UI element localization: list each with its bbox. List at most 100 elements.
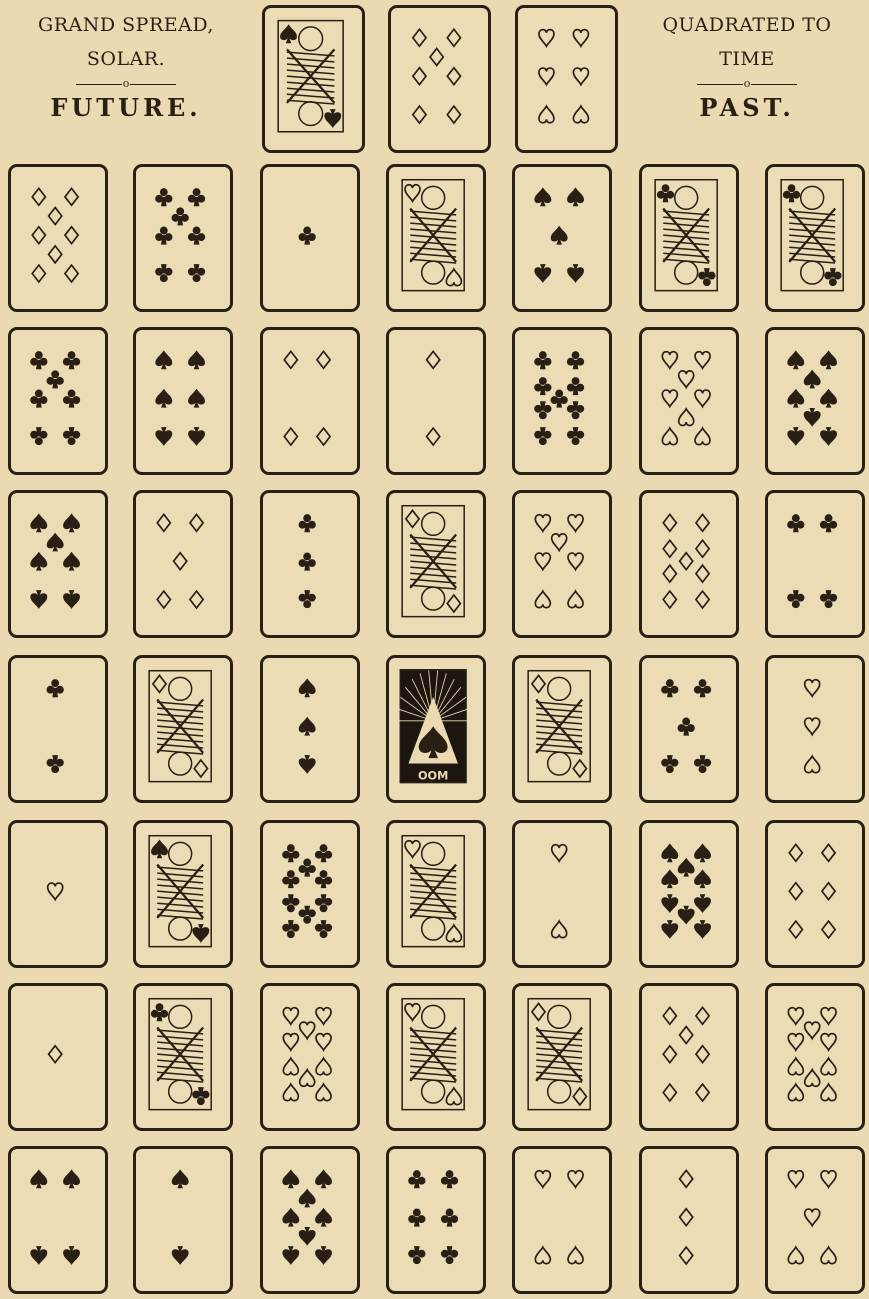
diamonds-suit-icon [515,658,609,800]
clubs-suit-icon [389,1149,483,1291]
card-K-hearts [386,820,486,968]
diamonds-suit-icon [642,493,736,635]
card-A-hearts [8,820,108,968]
spades-suit-icon [136,823,230,965]
card-6-clubs [386,1146,486,1294]
card-8-hearts [639,327,739,475]
card-9-clubs [512,327,612,475]
spades-suit-icon [11,493,105,635]
card-4-diamonds [260,327,360,475]
heading-line-1: QUADRATED TO [628,8,866,42]
heading-quadrated: QUADRATED TO TIME o PAST. [628,8,866,124]
ornament-divider: o [628,76,866,92]
card-3-hearts [765,655,865,803]
spades-suit-icon [263,658,357,800]
card-K-diamonds [512,655,612,803]
diamonds-suit-icon [263,330,357,472]
diamonds-suit-icon [389,330,483,472]
clubs-suit-icon [11,658,105,800]
label-past: PAST. [628,92,866,124]
hearts-suit-icon [768,658,862,800]
spades-suit-icon: OOM [389,658,483,800]
card-2-clubs [8,655,108,803]
diamonds-suit-icon [136,658,230,800]
spades-suit-icon [265,8,362,150]
card-K-hearts [386,983,486,1131]
card-7-clubs [133,164,233,312]
card-3-diamonds [639,1146,739,1294]
hearts-suit-icon [11,823,105,965]
hearts-suit-icon [263,986,357,1128]
diamonds-suit-icon [11,167,105,309]
spades-suit-icon [642,823,736,965]
card-J-diamonds [133,655,233,803]
card-J-hearts [386,164,486,312]
spades-suit-icon [11,1149,105,1291]
card-Q-diamonds [512,983,612,1131]
card-J-clubs [133,983,233,1131]
card-5-clubs [639,655,739,803]
hearts-suit-icon [515,1149,609,1291]
svg-text:OOM: OOM [418,770,448,783]
clubs-suit-icon [515,330,609,472]
card-2-diamonds [386,327,486,475]
card-10-hearts [765,983,865,1131]
card-7-spades [8,490,108,638]
card-K-spades [133,820,233,968]
clubs-suit-icon [263,823,357,965]
clubs-suit-icon [136,167,230,309]
card-10-hearts [260,983,360,1131]
hearts-suit-icon [389,167,483,309]
ornament-divider: o [10,76,242,92]
clubs-suit-icon [263,493,357,635]
clubs-suit-icon [11,330,105,472]
card-Q-diamonds [386,490,486,638]
spades-suit-icon [136,330,230,472]
card-7-diamonds [388,5,491,153]
card-4-hearts [512,1146,612,1294]
heading-line-2: SOLAR. [10,42,242,76]
card-8-spades [765,327,865,475]
clubs-suit-icon [136,986,230,1128]
clubs-suit-icon [642,658,736,800]
hearts-suit-icon [515,823,609,965]
card-10-clubs [260,820,360,968]
card-7-diamonds [639,983,739,1131]
clubs-suit-icon [768,167,862,309]
clubs-suit-icon [263,167,357,309]
diamonds-suit-icon [642,986,736,1128]
card-A-diamonds [8,983,108,1131]
card-5-hearts [765,1146,865,1294]
spades-suit-icon [768,330,862,472]
card-4-clubs [765,490,865,638]
heading-line-1: GRAND SPREAD, [10,8,242,42]
hearts-suit-icon [768,986,862,1128]
spades-suit-icon [136,1149,230,1291]
hearts-suit-icon [768,1149,862,1291]
hearts-suit-icon [642,330,736,472]
diamonds-suit-icon [515,986,609,1128]
diamonds-suit-icon [391,8,488,150]
label-future: FUTURE. [10,92,242,124]
card-K-clubs [639,164,739,312]
heading-line-2: TIME [628,42,866,76]
diamonds-suit-icon [389,493,483,635]
hearts-suit-icon [515,493,609,635]
card-Q-clubs [765,164,865,312]
card-10-spades [639,820,739,968]
hearts-suit-icon [389,823,483,965]
card-2-hearts [512,820,612,968]
spades-suit-icon [515,167,609,309]
clubs-suit-icon [768,493,862,635]
card-9-diamonds [639,490,739,638]
diamonds-suit-icon [136,493,230,635]
card-Q-spades [262,5,365,153]
card-A-clubs [260,164,360,312]
spades-suit-icon [263,1149,357,1291]
card-4-spades [8,1146,108,1294]
card-2-spades [133,1146,233,1294]
card-7-hearts [512,490,612,638]
card-6-hearts [515,5,618,153]
card-8-diamonds [8,164,108,312]
